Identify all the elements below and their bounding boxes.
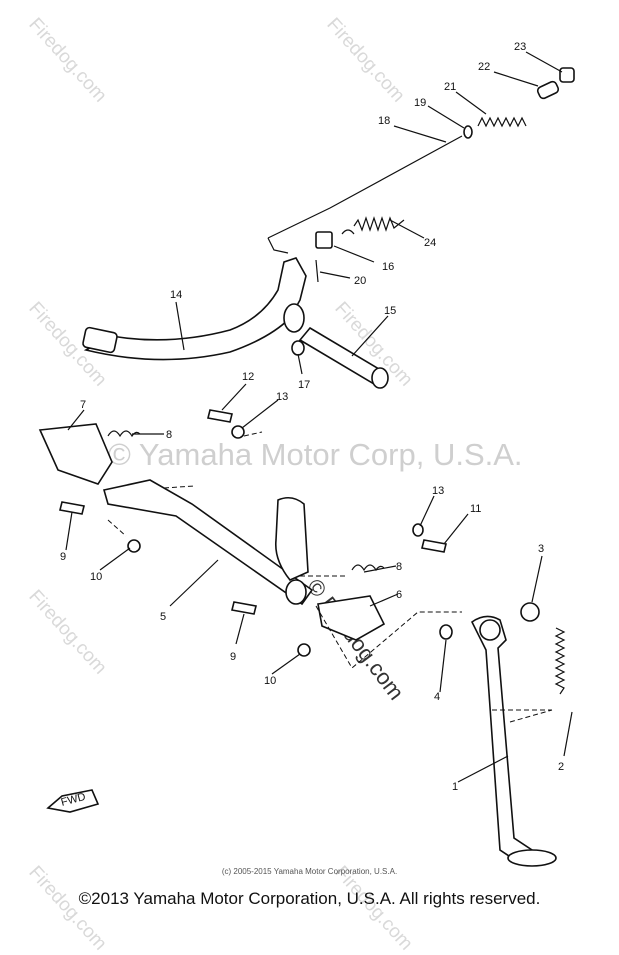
part-washer-17 [291,340,305,356]
leader-lines [65,51,573,783]
callout-15: 15 [384,305,396,317]
callout-10-lower: 10 [264,675,276,687]
part-brake-pedal-14 [82,257,307,361]
callout-22: 22 [478,61,490,73]
part-bolt-11 [421,539,447,553]
callout-4: 4 [434,691,440,703]
part-footrest-6 [317,595,386,641]
callout-21: 21 [444,81,456,93]
callout-9-upper: 9 [60,551,66,563]
part-washer-19 [463,125,473,139]
part-clevis-16 [315,231,333,249]
callout-16: 16 [382,261,394,273]
part-footrest-7 [38,423,113,485]
callout-12: 12 [242,371,254,383]
callout-24: 24 [424,237,436,249]
part-spring-8-upper [107,430,141,438]
yamaha-center-watermark: © Yamaha Motor Corp, U.S.A. [108,437,523,472]
callout-numbers: 23 22 21 19 18 24 16 20 14 15 17 12 13 7… [60,41,564,793]
part-brake-rod [267,135,463,254]
part-nut-10-lower [297,643,311,657]
part-spring-24 [341,216,405,235]
part-washer-4 [439,624,453,640]
part-bolt-9-lower [231,601,257,615]
callout-6: 6 [396,589,402,601]
part-pivot-shaft-15 [298,326,389,389]
callout-7: 7 [80,399,86,411]
callout-23: 23 [514,41,526,53]
part-adjuster-22 [536,80,560,100]
callout-5: 5 [160,611,166,623]
diagram-copyright-small: (c) 2005-2015 Yamaha Motor Corporation, … [221,867,398,876]
part-washer-13-lower [412,523,424,537]
callout-9-lower: 9 [230,651,236,663]
callout-18: 18 [378,115,390,127]
callout-17: 17 [298,379,310,391]
callout-2: 2 [558,761,564,773]
parts-diagram: FWD 23 22 21 19 [38,41,575,867]
part-bolt-12 [207,409,233,423]
callout-3: 3 [538,543,544,555]
part-cotter-pin-20 [315,259,319,283]
callout-1: 1 [452,781,458,793]
part-spring-21 [477,116,527,128]
callout-8-lower: 8 [396,561,402,573]
part-bolt-9-upper [59,501,85,515]
part-nut-23 [559,67,575,83]
callout-13-upper: 13 [276,391,288,403]
footer-copyright: ©2013 Yamaha Motor Corporation, U.S.A. A… [78,889,541,908]
callout-13-lower: 13 [432,485,444,497]
callout-10-upper: 10 [90,571,102,583]
part-side-stand-1 [470,615,557,867]
part-bolt-3 [520,602,540,622]
callout-11: 11 [470,503,481,515]
part-footrest-bracket-5 [102,479,314,606]
fwd-arrow-icon: FWD [46,789,100,813]
callout-20: 20 [354,275,366,287]
assembly-line-main [107,431,553,723]
part-nut-10-upper [127,539,141,553]
callout-19: 19 [414,97,426,109]
part-spring-8-lower [351,564,385,572]
part-spring-2 [554,627,566,695]
callout-8-upper: 8 [166,429,172,441]
callout-14: 14 [170,289,182,301]
part-washer-13-upper [231,425,245,439]
